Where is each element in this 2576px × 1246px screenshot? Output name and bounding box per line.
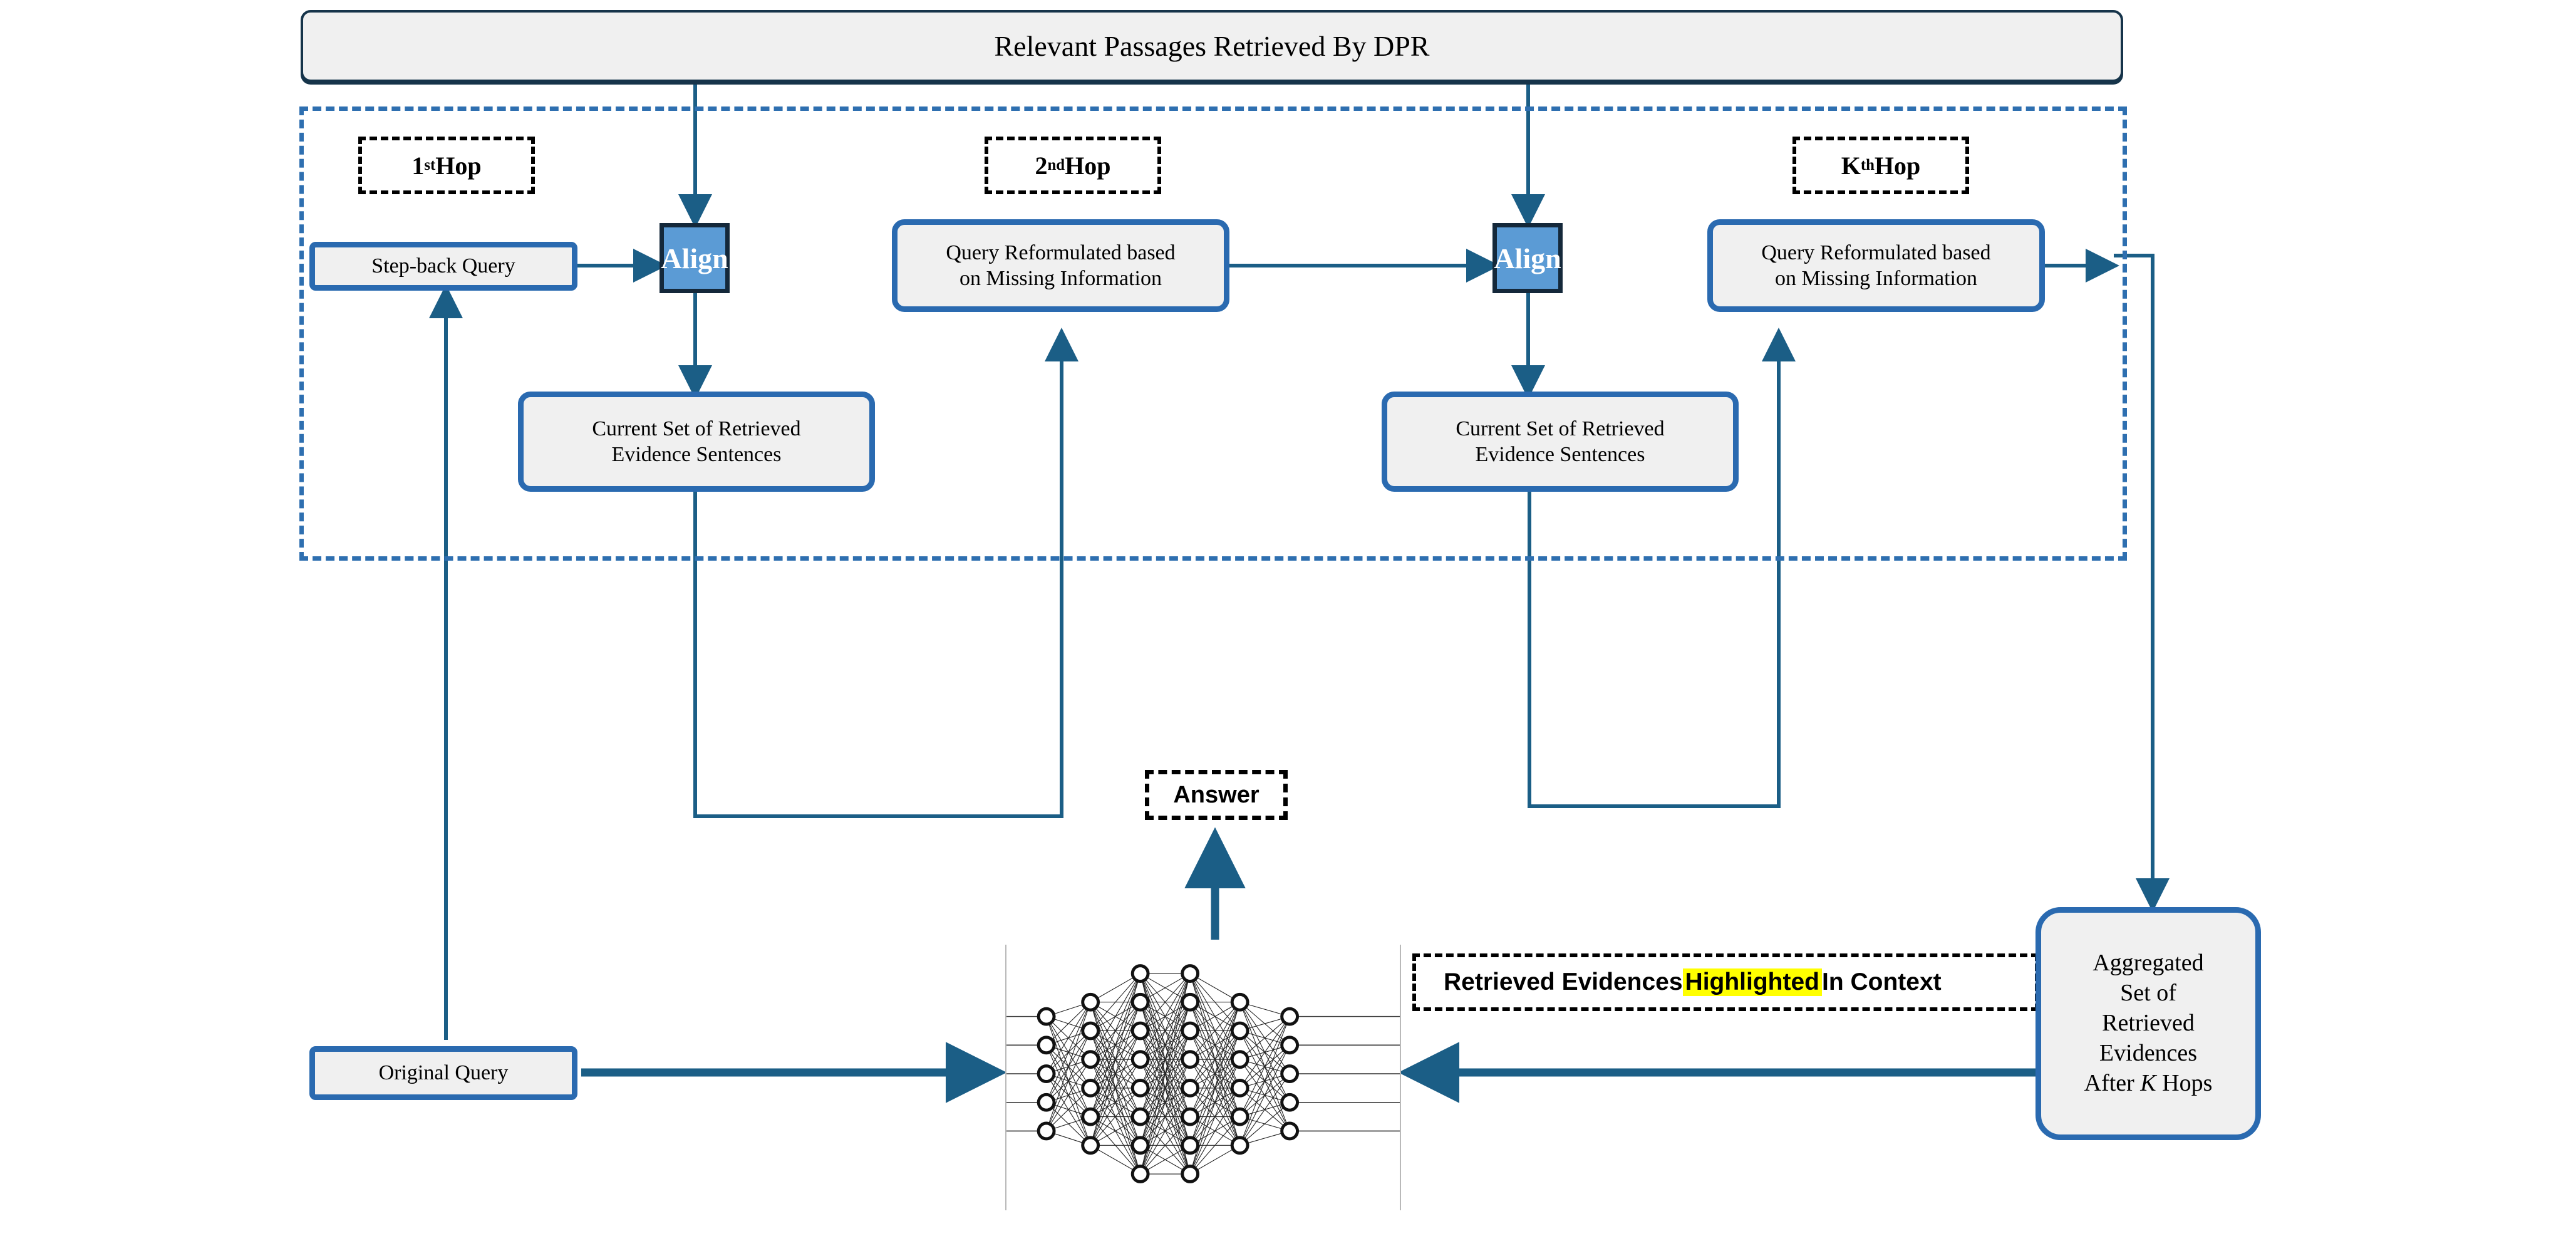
dpr-banner-title: Relevant Passages Retrieved By DPR: [994, 30, 1430, 62]
hop-k-prefix: K: [1841, 151, 1861, 180]
align-1-label: Align: [661, 242, 728, 274]
original-query-label: Original Query: [378, 1061, 509, 1085]
aggregated-line5-k: K: [2140, 1069, 2156, 1096]
hop-1-sup: st: [424, 157, 436, 174]
current-evidence-1-line1: Current Set of Retrieved: [592, 417, 801, 440]
step-back-query-box[interactable]: Step-back Query: [309, 242, 577, 291]
current-evidence-box-2[interactable]: Current Set of Retrieved Evidence Senten…: [1382, 392, 1739, 492]
answer-label: Answer: [1145, 770, 1288, 820]
hop-1-prefix: 1: [411, 151, 425, 180]
hop-k-sup: th: [1860, 157, 1875, 174]
query-reformulated-k-line1: Query Reformulated based: [1761, 241, 1991, 264]
hop-k-suffix: Hop: [1874, 151, 1921, 180]
query-reformulated-2-line1: Query Reformulated based: [946, 241, 1176, 264]
aggregated-line4: Evidences: [2099, 1039, 2198, 1066]
neural-network-diagram: [1005, 945, 1401, 1210]
query-reformulated-box-k[interactable]: Query Reformulated based on Missing Info…: [1707, 219, 2045, 312]
dpr-banner: Relevant Passages Retrieved By DPR: [301, 10, 2123, 82]
aggregated-evidences-box[interactable]: Aggregated Set of Retrieved Evidences Af…: [2035, 907, 2261, 1140]
neural-network-svg: [1006, 964, 1400, 1183]
align-box-2[interactable]: Align: [1492, 223, 1563, 293]
query-reformulated-2-line2: on Missing Information: [960, 267, 1162, 290]
original-query-box[interactable]: Original Query: [309, 1046, 577, 1100]
current-evidence-2-line1: Current Set of Retrieved: [1456, 417, 1665, 440]
aggregated-line2: Set of: [2120, 980, 2176, 1007]
query-reformulated-k-line2: on Missing Information: [1775, 267, 1977, 290]
hop-2-sup: nd: [1047, 157, 1065, 174]
aggregated-line5-pre: After: [2084, 1069, 2141, 1096]
hops-dashed-container: [299, 106, 2127, 561]
current-evidence-1-line2: Evidence Sentences: [611, 443, 782, 466]
hop-2-suffix: Hop: [1065, 151, 1111, 180]
answer-text: Answer: [1173, 781, 1260, 808]
hop-1-suffix: Hop: [435, 151, 482, 180]
align-2-label: Align: [1494, 242, 1561, 274]
aggregated-line1: Aggregated: [2092, 950, 2204, 977]
aggregated-line5-post: Hops: [2156, 1069, 2213, 1096]
align-box-1[interactable]: Align: [660, 223, 730, 293]
evidence-banner-part1: Retrieved Evidences: [1444, 968, 1683, 995]
hop-2-prefix: 2: [1035, 151, 1048, 180]
step-back-query-label: Step-back Query: [371, 254, 515, 278]
current-evidence-box-1[interactable]: Current Set of Retrieved Evidence Senten…: [518, 392, 875, 492]
retrieved-evidences-banner: Retrieved Evidences Highlighted In Conte…: [1412, 953, 2039, 1011]
query-reformulated-box-2[interactable]: Query Reformulated based on Missing Info…: [892, 219, 1229, 312]
evidence-banner-highlighted: Highlighted: [1682, 968, 1822, 996]
aggregated-line3: Retrieved: [2102, 1010, 2195, 1037]
evidence-banner-part2: In Context: [1822, 968, 1942, 995]
current-evidence-2-line2: Evidence Sentences: [1475, 443, 1645, 466]
